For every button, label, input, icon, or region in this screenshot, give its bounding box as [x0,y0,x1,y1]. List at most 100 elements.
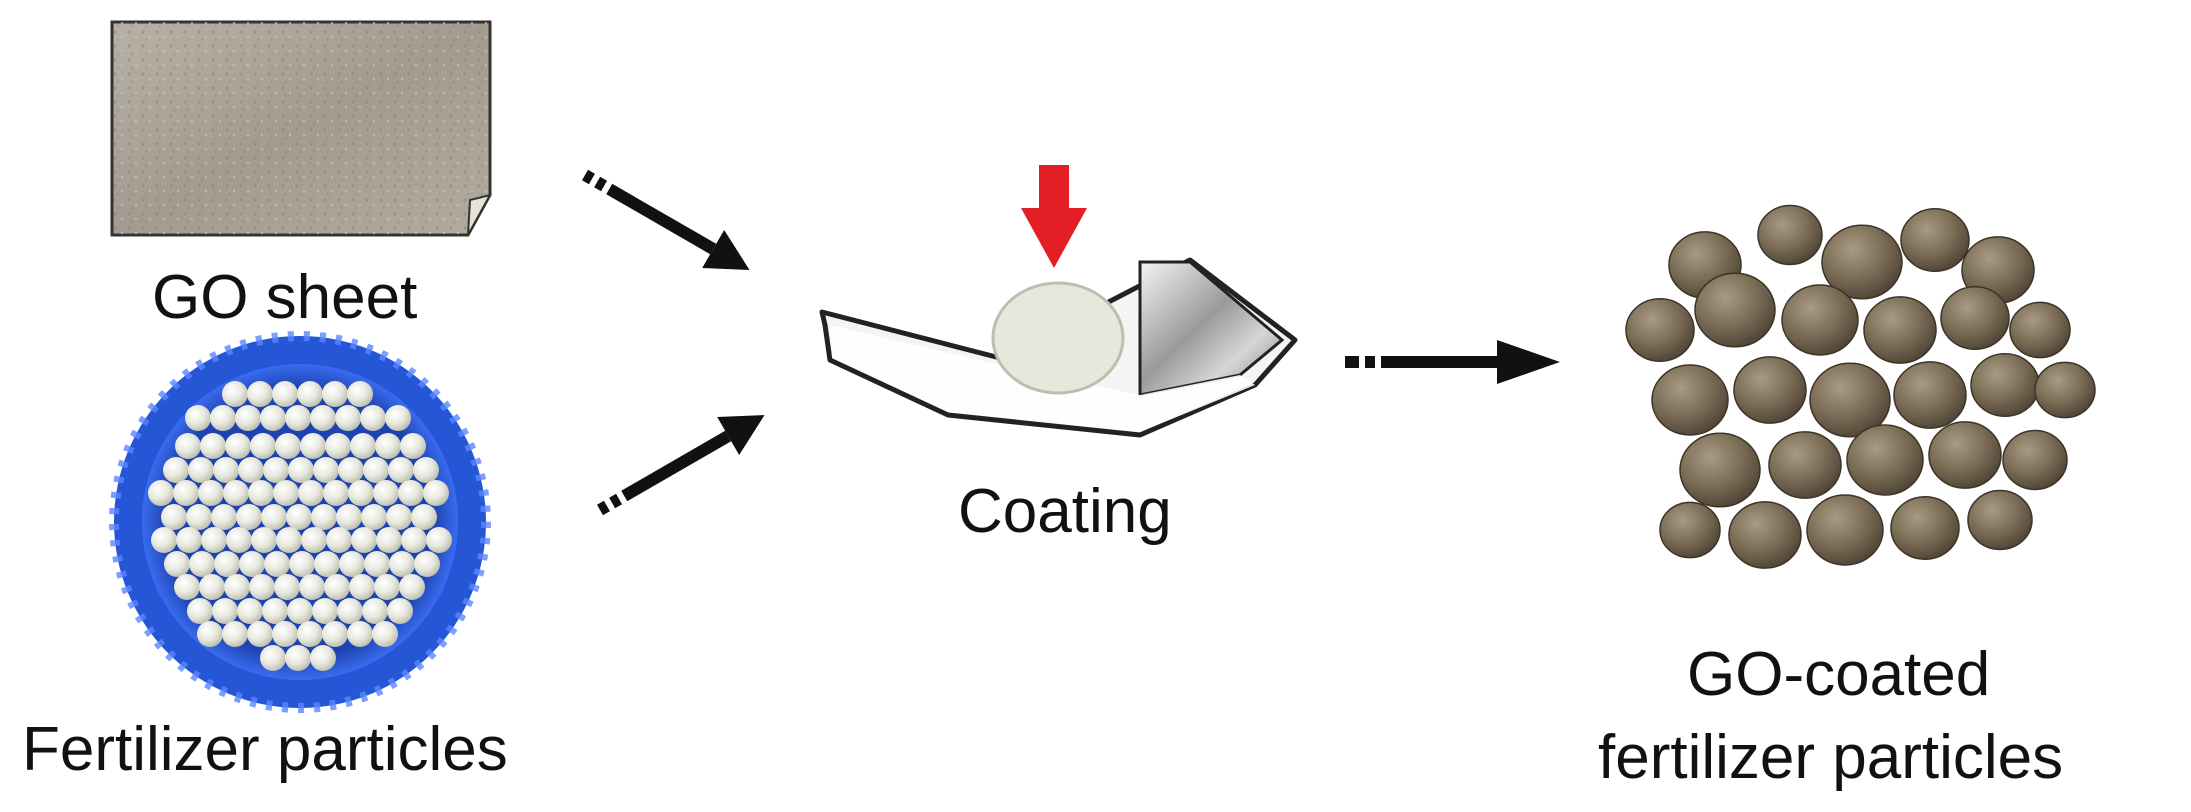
fertilizer-bead [222,381,248,407]
coating-label: Coating [958,477,1172,546]
fertilizer-bead [211,504,237,530]
fertilizer-bead [338,457,364,483]
fertilizer-bead [261,504,287,530]
fertilizer-bead [285,645,311,671]
fertilizer-bead [323,480,349,506]
fertilizer-bead [372,621,398,647]
coated-particle [1781,284,1859,356]
fertilizer-bead [186,504,212,530]
coated-particle [1651,364,1729,436]
fertilizer-bead [226,527,252,553]
fertilizer-bead [326,527,352,553]
coated-particle [1863,296,1937,364]
fertilizer-bead [398,480,424,506]
fertilizer-bead [276,527,302,553]
fertilizer-bead [364,551,390,577]
fertilizer-bead [274,574,300,600]
fertilizer-bead [273,480,299,506]
fertilizer-bead [388,457,414,483]
fertilizer-bead [299,574,325,600]
fertilizer-bead [199,574,225,600]
fertilizer-bead [249,574,275,600]
fertilizer-bead [235,405,261,431]
fertilizer-bead [213,457,239,483]
fertilizer-bead [310,645,336,671]
fertilizer-bead [289,551,315,577]
fertilizer-bead [349,574,375,600]
fertilizer-bead [350,433,376,459]
coated-particle [1757,204,1823,266]
go-coated-particles-image [1625,204,2096,569]
coated-particle [1967,489,2033,551]
fertilizer-bead [298,480,324,506]
fertilizer-bead [248,480,274,506]
fertilizer-bead [148,480,174,506]
fertilizer-bead [214,551,240,577]
fertilizer-bead [325,433,351,459]
fertilizer-bead [374,574,400,600]
arrow-coating-to-product [1345,340,1560,384]
fertilizer-bead [212,598,238,624]
fertilizer-bead [347,621,373,647]
coated-particle [1821,224,1903,300]
fertilizer-bead [385,405,411,431]
fertilizer-bead [312,598,338,624]
fertilizer-bead [161,504,187,530]
fertilizer-bead [164,551,190,577]
fertilizer-bead [314,551,340,577]
coated-particle [2009,301,2071,359]
coated-particle [1809,362,1891,438]
fertilizer-bead [401,527,427,553]
fertilizer-bead [322,621,348,647]
fertilizer-bead [400,433,426,459]
coated-particle [1625,297,1695,363]
fertilizer-bead [247,621,273,647]
fertilizer-bead [310,405,336,431]
coated-particle [1679,432,1761,508]
coated-particle [1940,285,2010,351]
fertilizer-bead [375,433,401,459]
fertilizer-bead [300,433,326,459]
fertilizer-bead [285,405,311,431]
fertilizer-bead [264,551,290,577]
fertilizer-bead [337,598,363,624]
fertilizer-bead [223,480,249,506]
fertilizer-bead [263,457,289,483]
fertilizer-bead [361,504,387,530]
fertilizer-bead [411,504,437,530]
fertilizer-bead [288,457,314,483]
fertilizer-bead [362,598,388,624]
fertilizer-bead [260,645,286,671]
fertilizer-bead [187,598,213,624]
coated-particle [1694,272,1776,348]
fertilizer-bead [335,405,361,431]
fertilizer-bead [360,405,386,431]
coated-particle [1900,207,1970,273]
go-sheet-label: GO sheet [152,263,417,332]
product-label-line1: GO-coated [1687,640,1990,709]
coated-particle [2002,429,2068,491]
fertilizer-bead [236,504,262,530]
fertilizer-bead [348,480,374,506]
fertilizer-bead [239,551,265,577]
go-sheet-image [110,20,492,237]
fertilizer-bead [301,527,327,553]
coated-particle [1659,501,1721,559]
fertilizer-bead [399,574,425,600]
fertilizer-bead [322,381,348,407]
fertilizer-bead [272,381,298,407]
fertilizer-bead [351,527,377,553]
coating-apparatus [819,257,1298,438]
coated-particle [1970,352,2040,418]
fertilizer-bead [373,480,399,506]
fertilizer-bead [376,527,402,553]
fertilizer-bead [414,551,440,577]
fertilizer-bead [174,574,200,600]
fertilizer-bead [260,405,286,431]
coated-particle [1928,421,2002,489]
coated-particle [1768,431,1842,499]
coated-particle [1893,361,1967,429]
fertilizer-bead [251,527,277,553]
fertilizer-bead [189,551,215,577]
